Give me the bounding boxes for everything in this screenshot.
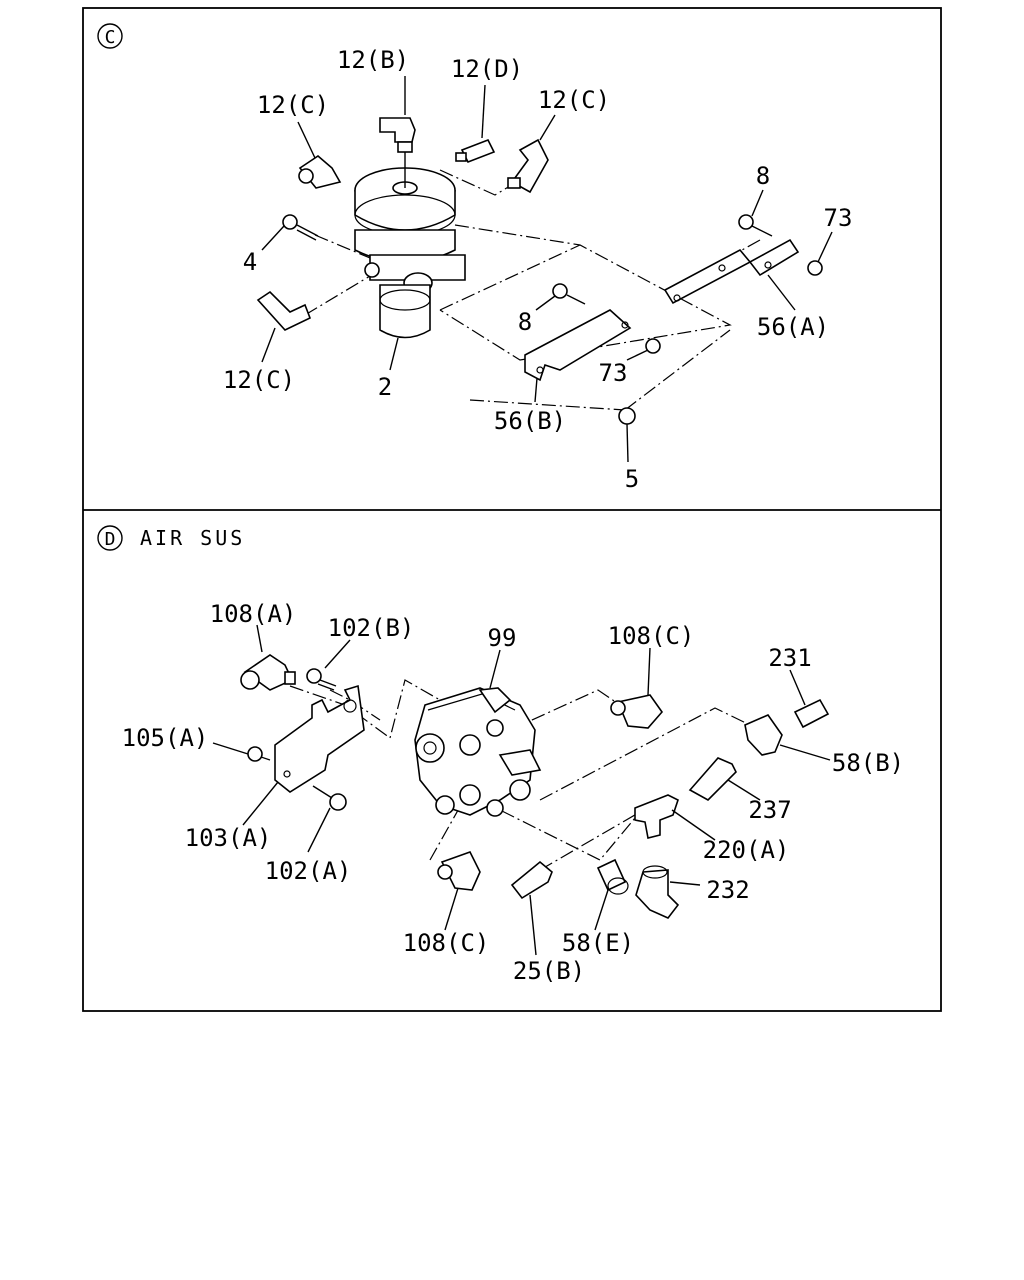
- label-2: 2: [378, 373, 392, 401]
- label-232: 232: [706, 876, 749, 904]
- label-102a: 102(A): [265, 857, 352, 885]
- nut-73-bottom: [645, 338, 661, 354]
- fitting-231: [793, 698, 830, 729]
- label-231: 231: [768, 644, 811, 672]
- label-56b: 56(B): [494, 407, 566, 435]
- section-d-leaders: [212, 624, 831, 956]
- fitting-108c-bottom: [437, 851, 481, 891]
- relay-valve-99: [414, 687, 542, 817]
- bolt-4: [282, 214, 319, 241]
- label-58e: 58(E): [562, 929, 634, 957]
- fitting-12c-top-left: [298, 154, 342, 189]
- fitting-237: [688, 757, 737, 801]
- label-56a: 56(A): [757, 313, 829, 341]
- tee-220a: [634, 794, 679, 839]
- label-12c-top-left: 12(C): [257, 91, 329, 119]
- valve-assembly-2: [354, 150, 466, 339]
- fitting-58e: [596, 858, 629, 895]
- label-5: 5: [625, 465, 639, 493]
- fitting-58b: [744, 714, 783, 756]
- label-12b: 12(B): [337, 46, 409, 74]
- label-8-bottom: 8: [518, 308, 532, 336]
- label-220a: 220(A): [703, 836, 790, 864]
- bolt-8-top: [738, 214, 773, 237]
- label-102b: 102(B): [328, 614, 415, 642]
- section-d-marker-circle: [97, 525, 123, 551]
- label-4: 4: [243, 248, 257, 276]
- bolt-8-bottom: [552, 283, 586, 305]
- nut-73-top: [807, 260, 823, 276]
- section-d-title: AIR SUS: [140, 526, 245, 550]
- section-c-marker-circle: [97, 23, 123, 49]
- label-108c-right: 108(C): [608, 622, 695, 650]
- label-73-bottom: 73: [599, 359, 628, 387]
- bracket-56b: [524, 309, 632, 382]
- label-108a: 108(A): [210, 600, 297, 628]
- fitting-12c-top-right: [507, 138, 549, 194]
- section-c-leaders: [261, 76, 833, 463]
- label-103a: 103(A): [185, 824, 272, 852]
- label-108c-bottom: 108(C): [403, 929, 490, 957]
- section-c: C: [97, 23, 853, 493]
- bracket-103a: [274, 684, 365, 793]
- nut-105a: [247, 746, 263, 762]
- tee-232: [635, 865, 680, 919]
- fitting-12d: [455, 138, 496, 164]
- fitting-108a: [240, 654, 296, 691]
- section-c-marker: C: [105, 27, 116, 48]
- label-105a: 105(A): [122, 724, 209, 752]
- label-12c-top-right: 12(C): [538, 86, 610, 114]
- section-d: D AIR SUS: [97, 525, 904, 985]
- label-237: 237: [748, 796, 791, 824]
- nut-5: [618, 407, 636, 425]
- label-99: 99: [488, 624, 517, 652]
- fitting-12b: [379, 117, 416, 153]
- section-d-marker: D: [105, 529, 116, 550]
- fitting-108c-right: [610, 694, 664, 729]
- bolt-102b: [306, 668, 337, 691]
- bolt-102a: [312, 785, 347, 811]
- label-12d: 12(D): [451, 55, 523, 83]
- label-8-top: 8: [756, 162, 770, 190]
- label-73-top: 73: [824, 204, 853, 232]
- label-12c-bottom: 12(C): [223, 366, 295, 394]
- fitting-12c-bottom: [256, 290, 312, 331]
- label-58b: 58(B): [832, 749, 904, 777]
- fitting-25b: [510, 860, 553, 900]
- bracket-56a: [663, 238, 800, 305]
- label-25b: 25(B): [513, 957, 585, 985]
